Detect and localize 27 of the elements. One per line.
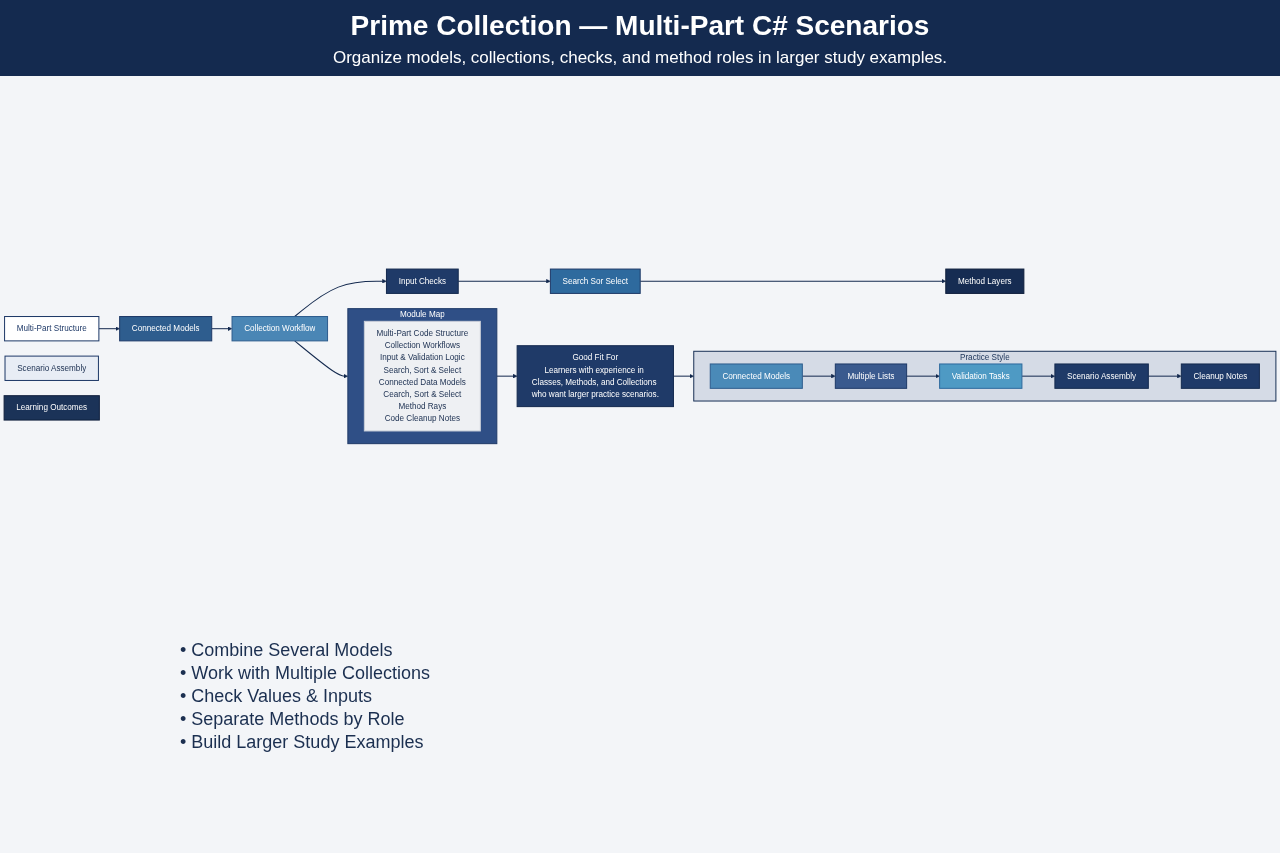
bullet-item: • Work with Multiple Collections bbox=[180, 663, 431, 684]
node-box: Connected Models bbox=[709, 363, 803, 389]
node-box: Scenario Assembly bbox=[1054, 363, 1149, 389]
bullet-item: • Separate Methods by Role bbox=[180, 709, 405, 730]
node-box: Validation Tasks bbox=[939, 363, 1023, 389]
arrow bbox=[906, 373, 940, 379]
arrow bbox=[98, 326, 120, 331]
arrow bbox=[211, 326, 233, 331]
node-box: Scenario Assembly bbox=[4, 355, 99, 381]
bullet-item: • Combine Several Models bbox=[180, 640, 393, 661]
node-box: Method Layers bbox=[945, 268, 1025, 294]
arrow bbox=[496, 373, 518, 379]
node-box: Multiple Lists bbox=[834, 363, 908, 389]
node-box: Good Fit For Learners with experience in Classes, Methods, and Collections who want larger practice scenarios. bbox=[516, 344, 674, 407]
arrow bbox=[294, 278, 387, 317]
node-box: Learning Outcomes bbox=[3, 394, 100, 421]
node-box: Cleanup Notes bbox=[1180, 363, 1260, 389]
node-box: Multi-Part Structure bbox=[4, 315, 100, 342]
bullet-item: • Check Values & Inputs bbox=[180, 686, 373, 707]
node-box: Search Sor Select bbox=[549, 268, 641, 294]
node-box: Connected Models bbox=[119, 315, 213, 342]
title: Prime Collection — Multi-Part C# Scenarios bbox=[350, 10, 930, 42]
node-box: Multi-Part Code Structure Collection Workflows Input & Validation Logic Search, Sort & Select Connected Data Models Cearch, Sort & Select Method Rays Code Cleanup Notes bbox=[363, 320, 481, 432]
bullet-item: • Build Larger Study Examples bbox=[180, 732, 424, 753]
node-box: Collection Workflow bbox=[231, 315, 329, 342]
node-box: Input Checks bbox=[385, 268, 459, 294]
subtitle: Organize models, collections, checks, and method roles in larger study examples. bbox=[332, 48, 948, 68]
